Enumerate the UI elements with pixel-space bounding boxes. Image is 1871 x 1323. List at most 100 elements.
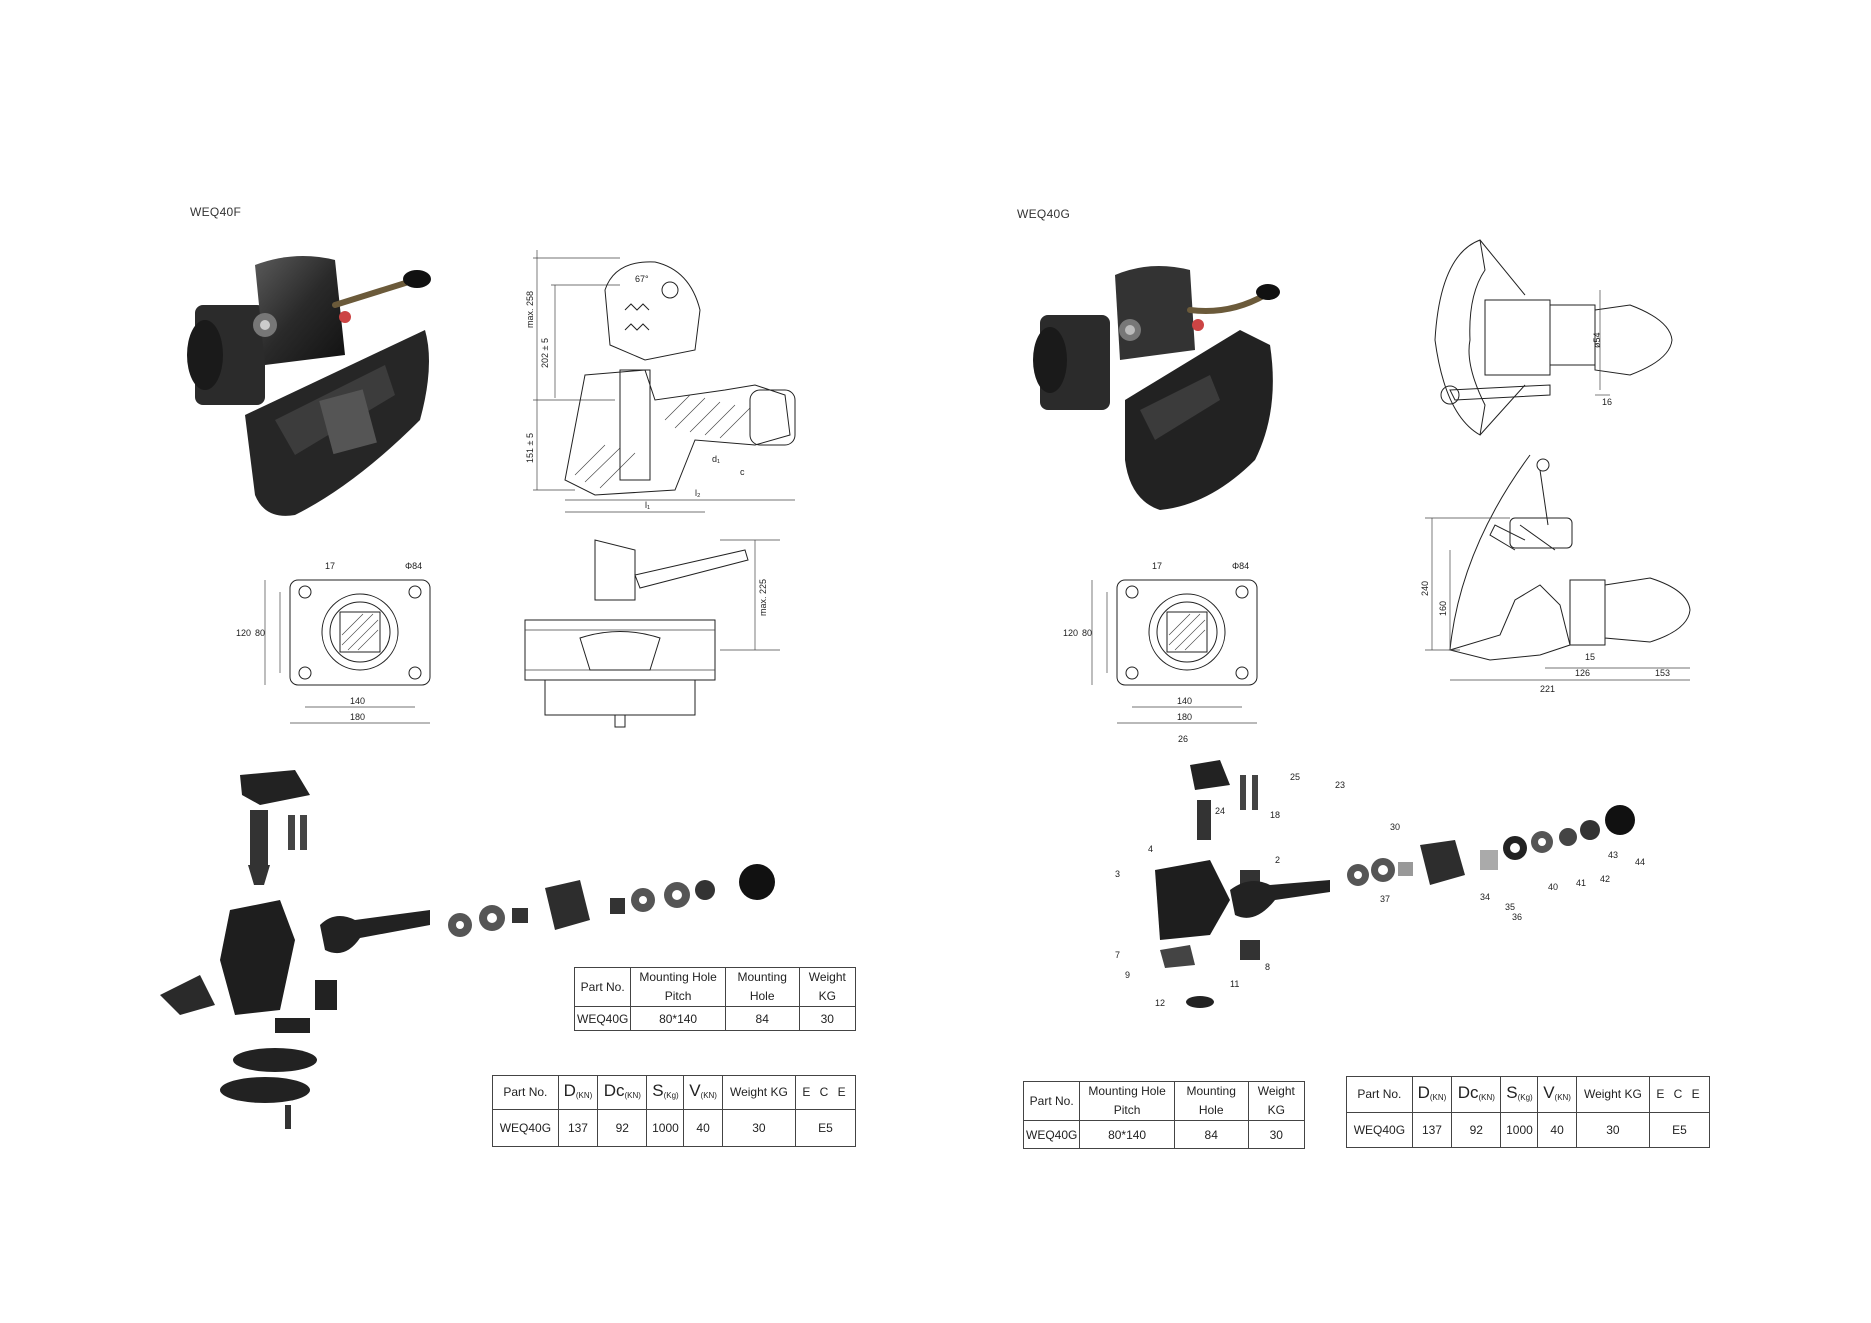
col-mounting-hole-pitch: Mounting Hole Pitch — [1079, 1081, 1175, 1121]
cell-part-no: WEQ40G — [1346, 1112, 1413, 1148]
cell-hole-pitch: 80*140 — [1079, 1120, 1175, 1149]
model-label-right: WEQ40G — [1017, 207, 1071, 221]
dim-16: 16 — [1602, 397, 1612, 407]
cell-v: 40 — [683, 1109, 723, 1147]
col-v: V(KN) — [1537, 1076, 1577, 1113]
dim-l2: l₂ — [695, 488, 701, 498]
exploded-view-left — [160, 770, 775, 1129]
col-part-no: Part No. — [492, 1075, 559, 1110]
mounting-plate-drawing-left: 17 Φ84 120 80 140 180 — [236, 561, 431, 724]
dim-max-258: max. 258 — [525, 291, 535, 328]
col-mounting-hole: Mounting Hole — [724, 967, 800, 1007]
dim-15: 15 — [1585, 652, 1595, 662]
dim-max-225: max. 225 — [758, 579, 768, 616]
callout-7: 7 — [1115, 950, 1120, 960]
dim-hole-17: 17 — [1152, 561, 1162, 571]
cell-hole: 84 — [724, 1006, 800, 1031]
cell-weight: 30 — [1575, 1112, 1651, 1148]
cell-weight: 30 — [1247, 1120, 1306, 1149]
side-view-drawing-right: 240 160 15 126 153 221 — [1420, 454, 1691, 694]
mounting-plate-drawing-right: 17 Φ84 120 80 140 180 — [1063, 561, 1258, 724]
dim-80: 80 — [255, 628, 265, 638]
cell-s: 1000 — [646, 1109, 685, 1147]
cell-ece: E5 — [795, 1109, 856, 1147]
cell-weight: 30 — [721, 1109, 797, 1147]
dim-180: 180 — [1177, 712, 1192, 722]
dim-160: 160 — [1438, 601, 1448, 616]
col-mounting-hole: Mounting Hole — [1173, 1081, 1249, 1121]
dim-202: 202 ± 5 — [540, 338, 550, 368]
exploded-view-right: 26 25 23 24 18 2 4 3 30 34 37 35 36 40 4… — [1115, 734, 1645, 1008]
col-s: S(Kg) — [646, 1075, 685, 1110]
callout-9: 9 — [1125, 970, 1130, 980]
col-mounting-hole-pitch: Mounting Hole Pitch — [630, 967, 726, 1007]
top-view-drawing-left: max. 225 — [524, 539, 780, 728]
callout-37: 37 — [1380, 894, 1390, 904]
product-photo-right — [1033, 266, 1280, 510]
dim-151: 151 ± 5 — [525, 433, 535, 463]
cell-weight: 30 — [798, 1006, 857, 1031]
callout-8: 8 — [1265, 962, 1270, 972]
cell-d: 137 — [1411, 1112, 1453, 1148]
dim-l1: l₁ — [645, 500, 650, 510]
col-weight-kg: Weight KG — [798, 967, 857, 1007]
col-s: S(Kg) — [1500, 1076, 1539, 1113]
col-part-no: Part No. — [573, 967, 632, 1007]
dim-221: 221 — [1540, 684, 1555, 694]
callout-4: 4 — [1148, 844, 1153, 854]
col-ece: E C E — [1649, 1076, 1710, 1113]
dim-hole-17: 17 — [325, 561, 335, 571]
cell-hole: 84 — [1173, 1120, 1249, 1149]
dim-140: 140 — [350, 696, 365, 706]
cell-dc: 92 — [1451, 1112, 1502, 1148]
col-d: D(KN) — [557, 1075, 599, 1110]
top-view-drawing-right: ø54 16 — [1434, 239, 1673, 436]
col-v: V(KN) — [683, 1075, 723, 1110]
col-part-no: Part No. — [1022, 1081, 1081, 1121]
col-part-no: Part No. — [1346, 1076, 1413, 1113]
cell-d: 137 — [557, 1109, 599, 1147]
cell-s: 1000 — [1500, 1112, 1539, 1148]
cell-part-no: WEQ40G — [573, 1006, 632, 1031]
callout-44: 44 — [1635, 857, 1645, 867]
callout-30: 30 — [1390, 822, 1400, 832]
callout-36: 36 — [1512, 912, 1522, 922]
dim-d1: d₁ — [712, 454, 720, 464]
dim-phi-84: Φ84 — [1232, 561, 1249, 571]
spec-table-ratings-left: Part No. D(KN) Dc(KN) S(Kg) V(KN) Weight… — [492, 1075, 856, 1147]
spec-table-ratings-right: Part No. D(KN) Dc(KN) S(Kg) V(KN) Weight… — [1346, 1076, 1710, 1148]
callout-3: 3 — [1115, 869, 1120, 879]
col-dc: Dc(KN) — [1451, 1076, 1502, 1113]
callout-43: 43 — [1608, 850, 1618, 860]
callout-40: 40 — [1548, 882, 1558, 892]
model-label-left: WEQ40F — [190, 205, 242, 219]
callout-25: 25 — [1290, 772, 1300, 782]
callout-12: 12 — [1155, 998, 1165, 1008]
dim-126: 126 — [1575, 668, 1590, 678]
callout-42: 42 — [1600, 874, 1610, 884]
callout-18: 18 — [1270, 810, 1280, 820]
dim-c: c — [740, 467, 745, 477]
dim-120: 120 — [236, 628, 251, 638]
col-weight-kg: Weight KG — [1575, 1076, 1651, 1113]
dim-153: 153 — [1655, 668, 1670, 678]
dim-o54: ø54 — [1592, 332, 1602, 348]
cell-part-no: WEQ40G — [492, 1109, 559, 1147]
col-dc: Dc(KN) — [597, 1075, 648, 1110]
dim-240: 240 — [1420, 581, 1430, 596]
dim-120: 120 — [1063, 628, 1078, 638]
dim-140: 140 — [1177, 696, 1192, 706]
callout-35: 35 — [1505, 902, 1515, 912]
dim-phi-84: Φ84 — [405, 561, 422, 571]
dim-80: 80 — [1082, 628, 1092, 638]
spec-table-mounting-right: Part No. Mounting Hole Pitch Mounting Ho… — [1022, 1081, 1306, 1149]
dim-180: 180 — [350, 712, 365, 722]
cell-ece: E5 — [1649, 1112, 1710, 1148]
callout-2: 2 — [1275, 855, 1280, 865]
cell-dc: 92 — [597, 1109, 648, 1147]
cell-part-no: WEQ40G — [1022, 1120, 1081, 1149]
callout-26: 26 — [1178, 734, 1188, 744]
product-photo-left — [187, 256, 431, 516]
dim-angle: 67° — [635, 274, 649, 284]
side-section-drawing-left: max. 258 202 ± 5 151 ± 5 67° l₂ l₁ d₁ c — [525, 250, 796, 513]
